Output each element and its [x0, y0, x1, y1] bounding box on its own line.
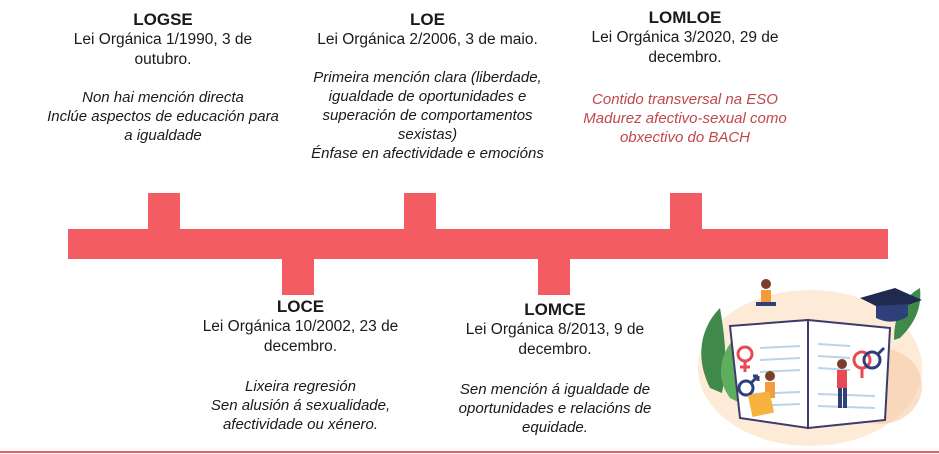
- event-lomloe: LOMLOE Lei Orgánica 3/2020, 29 de decemb…: [565, 8, 805, 147]
- timeline-tick-loce: [282, 259, 314, 295]
- timeline-tick-loe: [404, 193, 436, 229]
- event-title: LOCE: [276, 297, 325, 316]
- event-lomce: LOMCE Lei Orgánica 8/2013, 9 de decembro…: [430, 300, 680, 437]
- desc-line: Sen mención á igualdade de: [459, 381, 651, 398]
- book-illustration: [698, 279, 922, 446]
- law-line: decembro.: [648, 49, 722, 66]
- law-line: Lei Orgánica 10/2002, 23 de: [202, 318, 399, 335]
- desc-line: afectividade ou xénero.: [222, 416, 379, 433]
- bottom-rule: [0, 451, 939, 453]
- desc-line: oportunidades e relacións de: [458, 400, 652, 417]
- timeline-tick-lomloe: [670, 193, 702, 229]
- event-logse: LOGSE Lei Orgánica 1/1990, 3 de outubro.…: [28, 10, 298, 145]
- law-line: Lei Orgánica 2/2006, 3 de maio.: [317, 31, 538, 48]
- event-title: LOGSE: [133, 10, 193, 29]
- law-line: decembro.: [518, 341, 592, 358]
- desc-line: equidade.: [522, 419, 588, 436]
- event-loce: LOCE Lei Orgánica 10/2002, 23 de decembr…: [168, 297, 433, 434]
- timeline-tick-logse: [148, 193, 180, 229]
- event-loe: LOE Lei Orgánica 2/2006, 3 de maio. Prim…: [290, 10, 565, 163]
- event-title: LOMLOE: [648, 8, 722, 27]
- event-title: LOE: [410, 10, 445, 29]
- desc-line: Contido transversal na ESO: [592, 91, 778, 108]
- desc-line: Madurez afectivo-sexual como: [583, 110, 787, 127]
- desc-line: a igualdade: [124, 127, 202, 144]
- desc-line: igualdade de oportunidades e: [328, 88, 527, 105]
- desc-line: Énfase en afectividade e emocións: [311, 145, 544, 162]
- timeline-bar: [68, 229, 888, 259]
- desc-line: Lixeira regresión: [245, 378, 356, 395]
- desc-line: sexistas): [397, 126, 458, 143]
- desc-line: Primeira mención clara (liberdade,: [313, 69, 542, 86]
- desc-line: superación de comportamentos: [322, 107, 533, 124]
- law-line: Lei Orgánica 3/2020, 29 de: [591, 29, 779, 46]
- law-line: Lei Orgánica 8/2013, 9 de: [465, 321, 645, 338]
- timeline-tick-lomce: [538, 259, 570, 295]
- desc-line: obxectivo do BACH: [619, 129, 751, 146]
- desc-line: Inclúe aspectos de educación para: [47, 108, 279, 125]
- law-line: Lei Orgánica 1/1990, 3 de: [73, 31, 253, 48]
- event-title: LOMCE: [524, 300, 586, 319]
- law-line: decembro.: [263, 338, 338, 355]
- desc-line: Non hai mención directa: [82, 89, 244, 106]
- law-line: outubro.: [134, 51, 192, 68]
- desc-line: Sen alusión á sexualidade,: [210, 397, 391, 414]
